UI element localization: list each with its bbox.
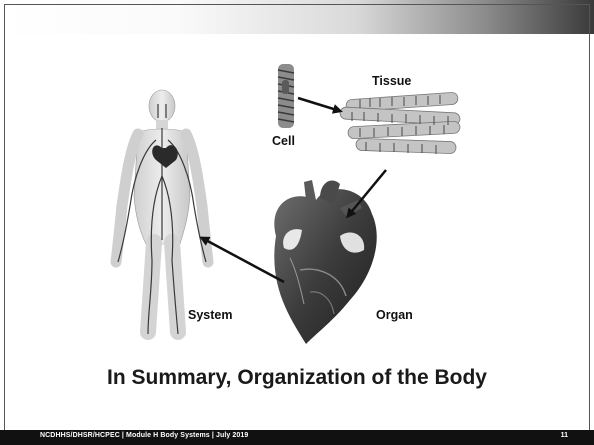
arrow-cell-to-tissue bbox=[298, 98, 340, 111]
tissue-label: Tissue bbox=[372, 74, 411, 88]
body-system-image bbox=[116, 90, 208, 334]
cell-label: Cell bbox=[272, 134, 295, 148]
organ-label: Organ bbox=[376, 308, 413, 322]
slide-title: In Summary, Organization of the Body bbox=[0, 366, 594, 390]
heart-organ-image bbox=[274, 180, 376, 344]
system-label: System bbox=[188, 308, 232, 322]
page-number: 11 bbox=[561, 432, 568, 439]
cell-image bbox=[278, 64, 294, 128]
footer-text: NCDHHS/DHSR/HCPEC | Module H Body System… bbox=[40, 432, 248, 439]
arrow-organ-to-system bbox=[202, 238, 284, 282]
tissue-image bbox=[340, 92, 460, 154]
